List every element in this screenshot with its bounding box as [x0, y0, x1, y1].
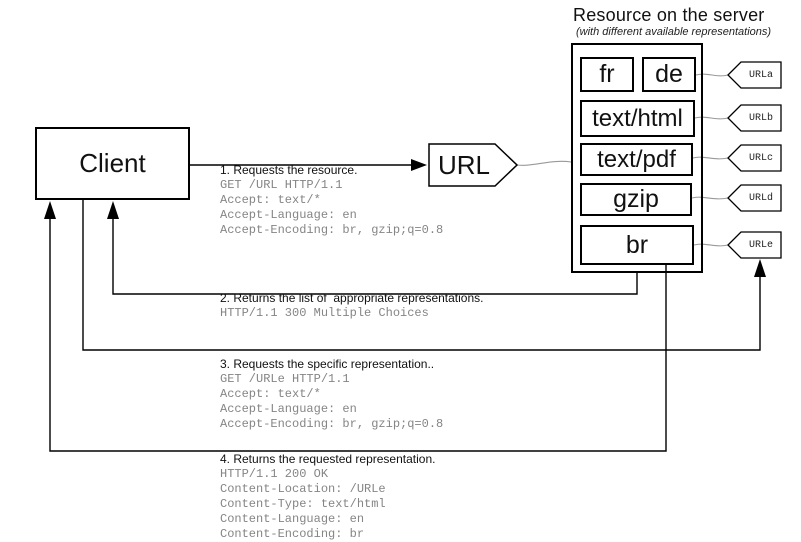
- url-tag-b: URLb: [748, 112, 773, 124]
- html-to-urlb-connector: [694, 116, 729, 120]
- message-1-code-line: Accept-Language: en: [220, 208, 357, 222]
- url-tag-d-shape: [727, 184, 782, 212]
- request-resource-arrow: [190, 159, 427, 171]
- message-2-label: 2. Returns the list of appropriate repre…: [220, 291, 484, 305]
- message-2-code-line: HTTP/1.1 300 Multiple Choices: [220, 306, 429, 320]
- request-specific-arrow: [82, 200, 766, 351]
- message-1-code-line: Accept-Encoding: br, gzip;q=0.8: [220, 223, 444, 237]
- returns-representation-arrow: [44, 201, 667, 452]
- url-node-label: URL: [437, 149, 490, 180]
- url-tag-a: URLa: [748, 69, 773, 81]
- message-4-code-line: Content-Location: /URLe: [220, 482, 386, 496]
- representation-fr: fr: [580, 57, 634, 92]
- server-resource-box: [571, 43, 703, 273]
- url-to-server-connector: [516, 160, 572, 166]
- representation-text-html: text/html: [580, 100, 695, 137]
- message-3-code-line: Accept-Language: en: [220, 402, 357, 416]
- client-node: Client: [35, 127, 190, 200]
- message-4-code-line: Content-Type: text/html: [220, 497, 386, 511]
- url-pentagon-shape: [428, 143, 519, 187]
- url-tag-e-shape: [727, 231, 782, 259]
- url-tag-a-shape: [727, 61, 782, 89]
- gzip-to-urld-connector: [691, 196, 729, 200]
- url-tag-c-shape: [727, 144, 782, 172]
- message-4-code-line: Content-Encoding: br: [220, 527, 365, 541]
- pdf-to-urlc-connector: [692, 156, 729, 160]
- message-1-label: 1. Requests the resource.: [220, 163, 358, 177]
- representation-text-pdf: text/pdf: [580, 143, 693, 176]
- representation-gzip: gzip: [580, 183, 692, 216]
- url-tag-d: URLd: [748, 192, 773, 204]
- br-to-urle-connector: [693, 243, 729, 247]
- message-3-code-line: Accept-Encoding: br, gzip;q=0.8: [220, 417, 444, 431]
- de-to-urla-connector: [695, 73, 729, 77]
- url-tag-e: URLe: [748, 239, 773, 251]
- message-4-code-line: HTTP/1.1 200 OK: [220, 467, 329, 481]
- representation-de: de: [642, 57, 696, 92]
- message-3-code-line: Accept: text/*: [220, 387, 321, 401]
- message-4-label: 4. Returns the requested representation.: [220, 452, 436, 466]
- server-section-title: Resource on the server: [573, 5, 765, 25]
- message-1-code-line: Accept: text/*: [220, 193, 321, 207]
- message-1-code-line: GET /URL HTTP/1.1: [220, 178, 343, 192]
- url-tag-b-shape: [727, 104, 782, 132]
- representation-br: br: [580, 225, 694, 265]
- message-3-code-line: GET /URLe HTTP/1.1: [220, 372, 350, 386]
- server-section-subtitle: (with different available representation…: [576, 26, 772, 38]
- returns-list-arrow: [107, 201, 638, 295]
- message-4-code-line: Content-Language: en: [220, 512, 365, 526]
- url-tag-c: URLc: [748, 152, 773, 164]
- message-3-label: 3. Requests the specific representation.…: [220, 357, 435, 371]
